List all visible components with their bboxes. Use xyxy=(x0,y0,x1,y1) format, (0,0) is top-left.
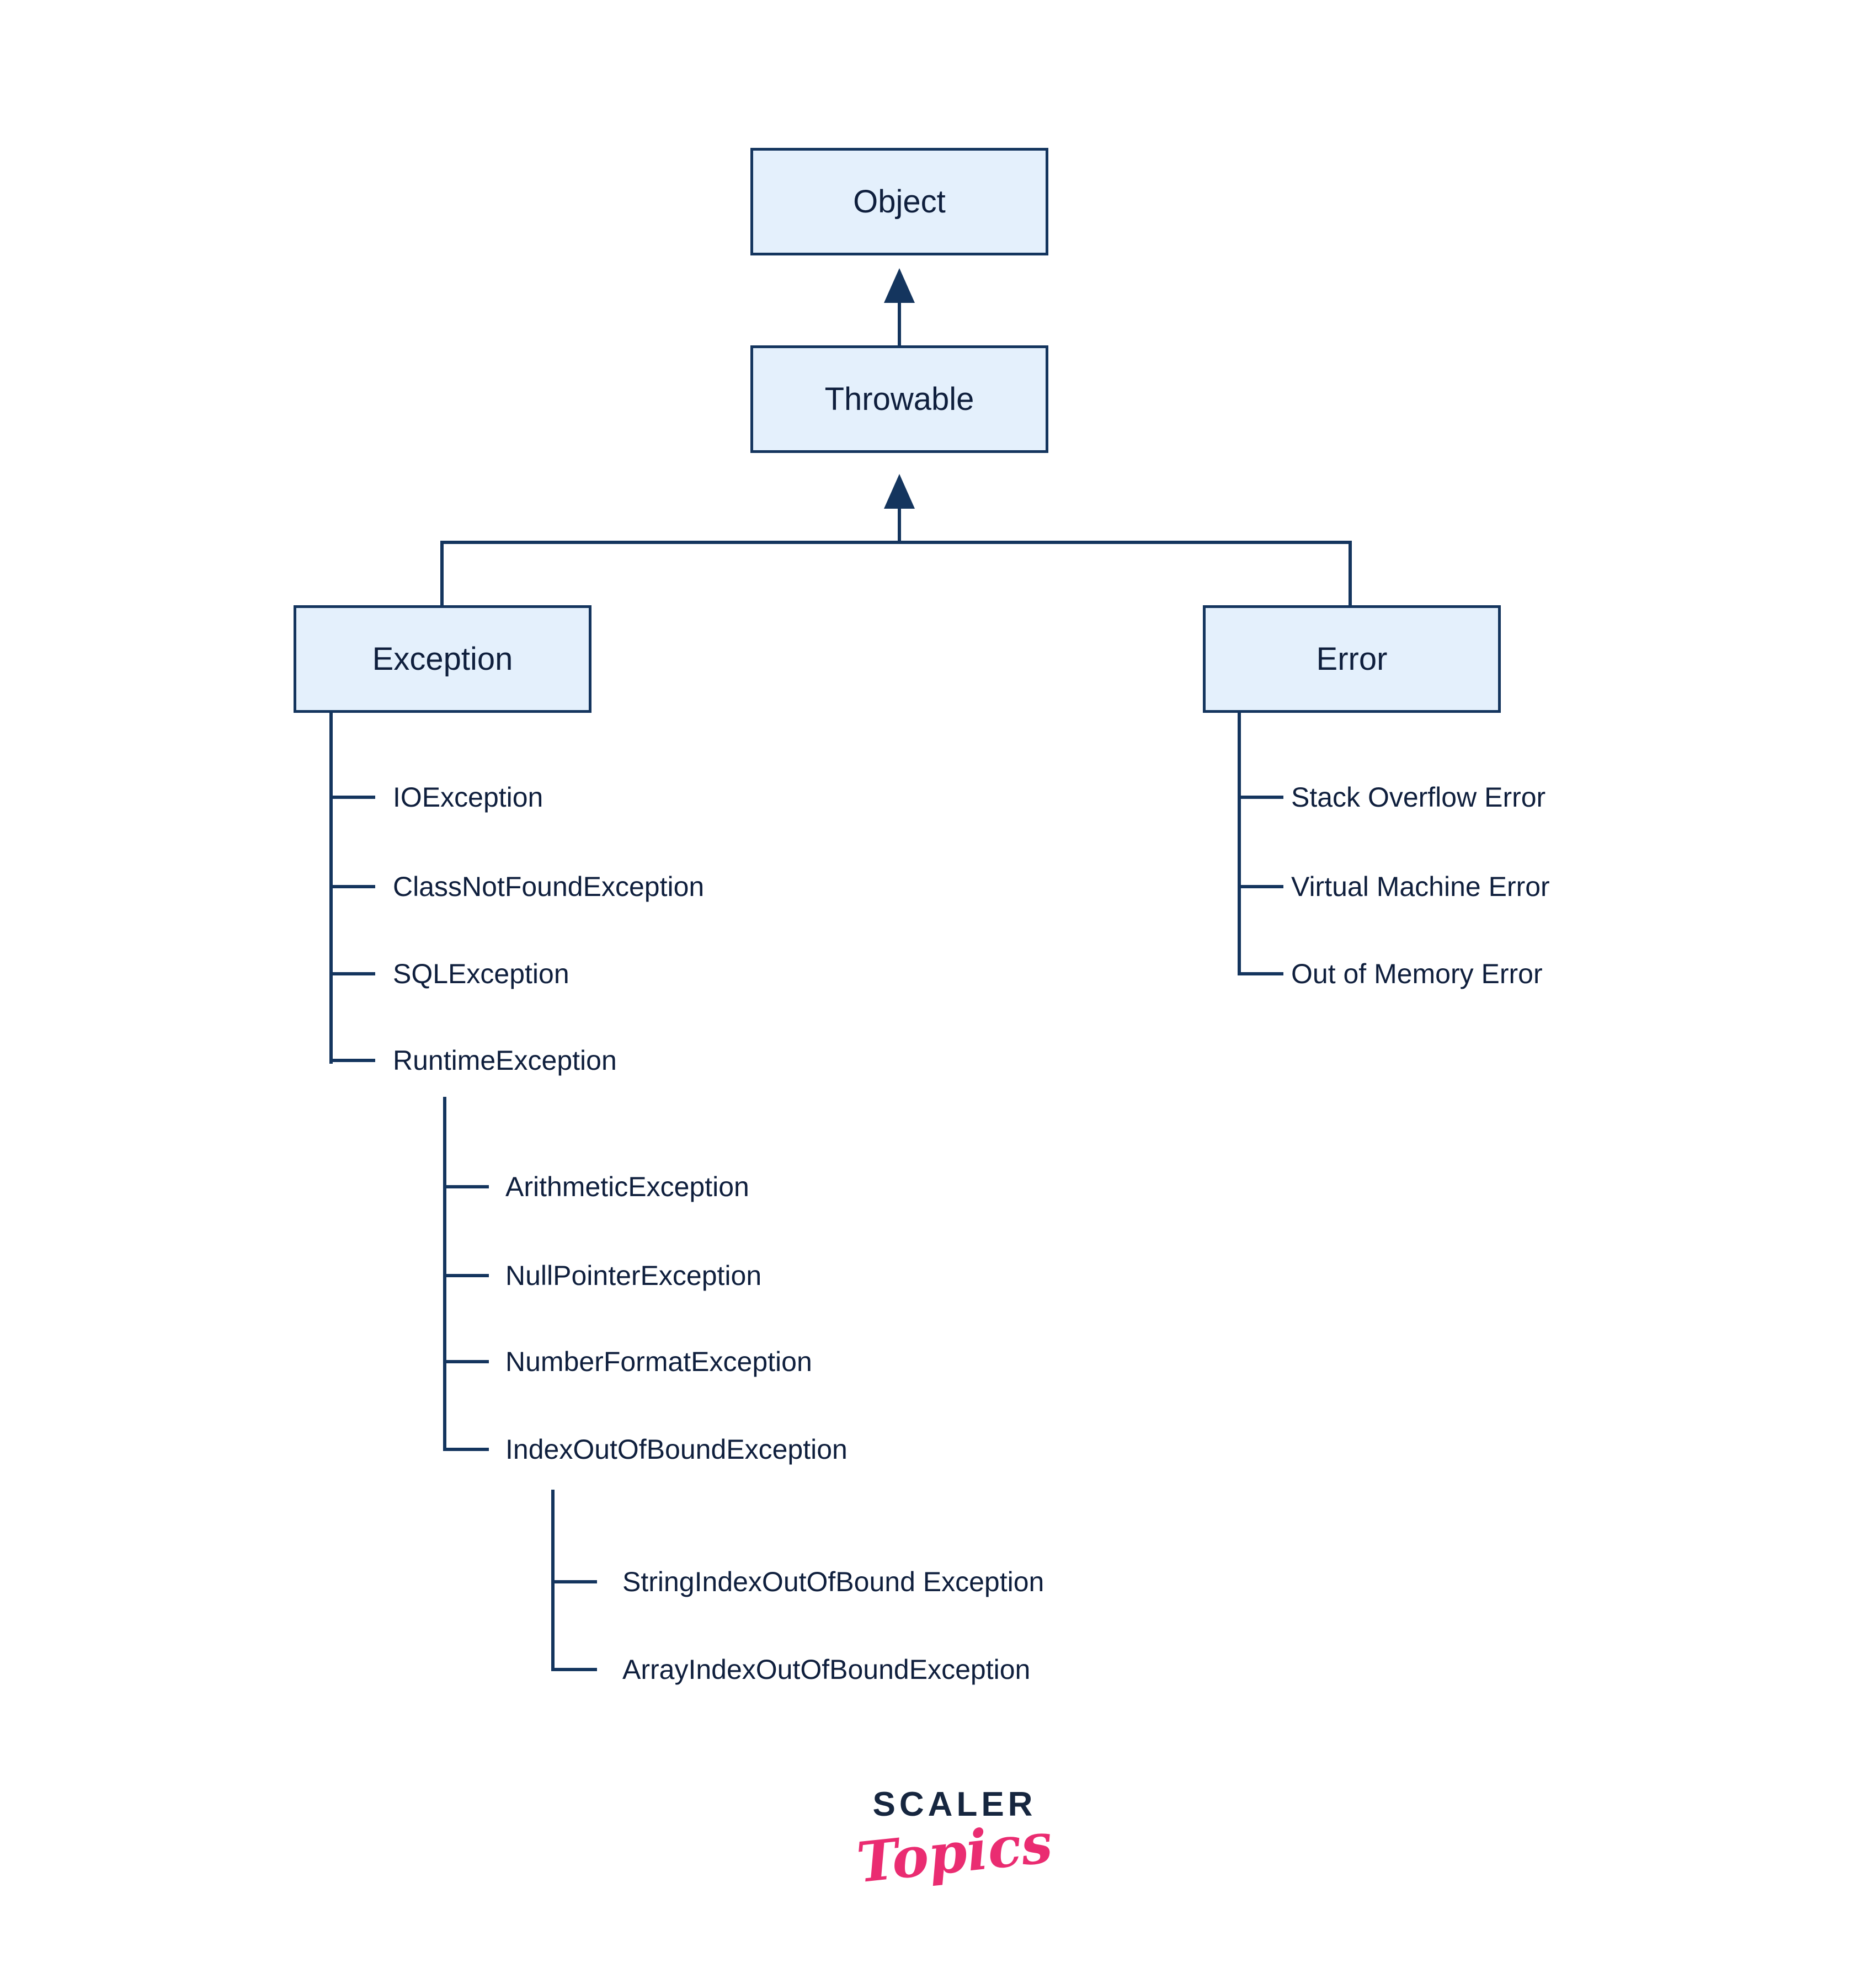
leaf-ioexception: IOException xyxy=(393,782,543,813)
leaf-stringindexoutofbound: StringIndexOutOfBound Exception xyxy=(622,1566,1044,1597)
tick-ioexception xyxy=(329,796,375,799)
arrow-up-icon xyxy=(884,474,915,509)
leaf-arrayindexoutofbound: ArrayIndexOutOfBoundException xyxy=(622,1654,1031,1685)
node-error: Error xyxy=(1203,605,1501,713)
leaf-arithmeticexception: ArithmeticException xyxy=(505,1171,749,1202)
connector-branch-exception xyxy=(440,541,444,605)
leaf-classnotfoundexception: ClassNotFoundException xyxy=(393,871,705,902)
node-error-label: Error xyxy=(1316,641,1388,677)
node-exception-label: Exception xyxy=(372,641,513,677)
connector-throwable-object xyxy=(898,303,901,345)
leaf-nullpointerexception: NullPointerException xyxy=(505,1260,762,1291)
connector-branch-throwable xyxy=(898,509,901,541)
tick-nullpointerexception xyxy=(443,1274,489,1277)
leaf-sqlexception: SQLException xyxy=(393,958,569,989)
scaler-topics-logo: SCALER Topics xyxy=(828,1785,1081,1895)
arrow-up-icon xyxy=(884,268,915,303)
leaf-runtimeexception: RuntimeException xyxy=(393,1045,617,1076)
tick-sqlexception xyxy=(329,972,375,975)
tick-out-of-memory-error xyxy=(1238,972,1283,975)
leaf-out-of-memory-error: Out of Memory Error xyxy=(1291,958,1543,989)
node-exception: Exception xyxy=(294,605,591,713)
leaf-virtual-machine-error: Virtual Machine Error xyxy=(1291,871,1550,902)
connector-branch-horizontal xyxy=(440,541,1352,544)
tick-indexoutofboundexception xyxy=(443,1448,489,1451)
scaler-logo-text: SCALER xyxy=(872,1785,1037,1823)
connector-branch-error xyxy=(1349,541,1352,605)
topics-logo-text: Topics xyxy=(854,1810,1056,1896)
node-throwable-label: Throwable xyxy=(824,381,974,417)
trunk-error-children xyxy=(1238,713,1241,975)
leaf-numberformatexception: NumberFormatException xyxy=(505,1346,812,1377)
trunk-exception-children xyxy=(329,713,333,1064)
tick-stack-overflow-error xyxy=(1238,796,1283,799)
node-throwable: Throwable xyxy=(750,345,1048,453)
node-object: Object xyxy=(750,148,1048,255)
tick-arithmeticexception xyxy=(443,1185,489,1188)
node-object-label: Object xyxy=(853,184,946,220)
tick-arrayindexoutofbound xyxy=(551,1668,597,1671)
leaf-stack-overflow-error: Stack Overflow Error xyxy=(1291,782,1546,813)
leaf-indexoutofboundexception: IndexOutOfBoundException xyxy=(505,1434,848,1465)
tick-stringindexoutofbound xyxy=(551,1580,597,1583)
tick-runtimeexception xyxy=(329,1059,375,1062)
tick-numberformatexception xyxy=(443,1360,489,1363)
tick-virtual-machine-error xyxy=(1238,885,1283,888)
tick-classnotfoundexception xyxy=(329,885,375,888)
